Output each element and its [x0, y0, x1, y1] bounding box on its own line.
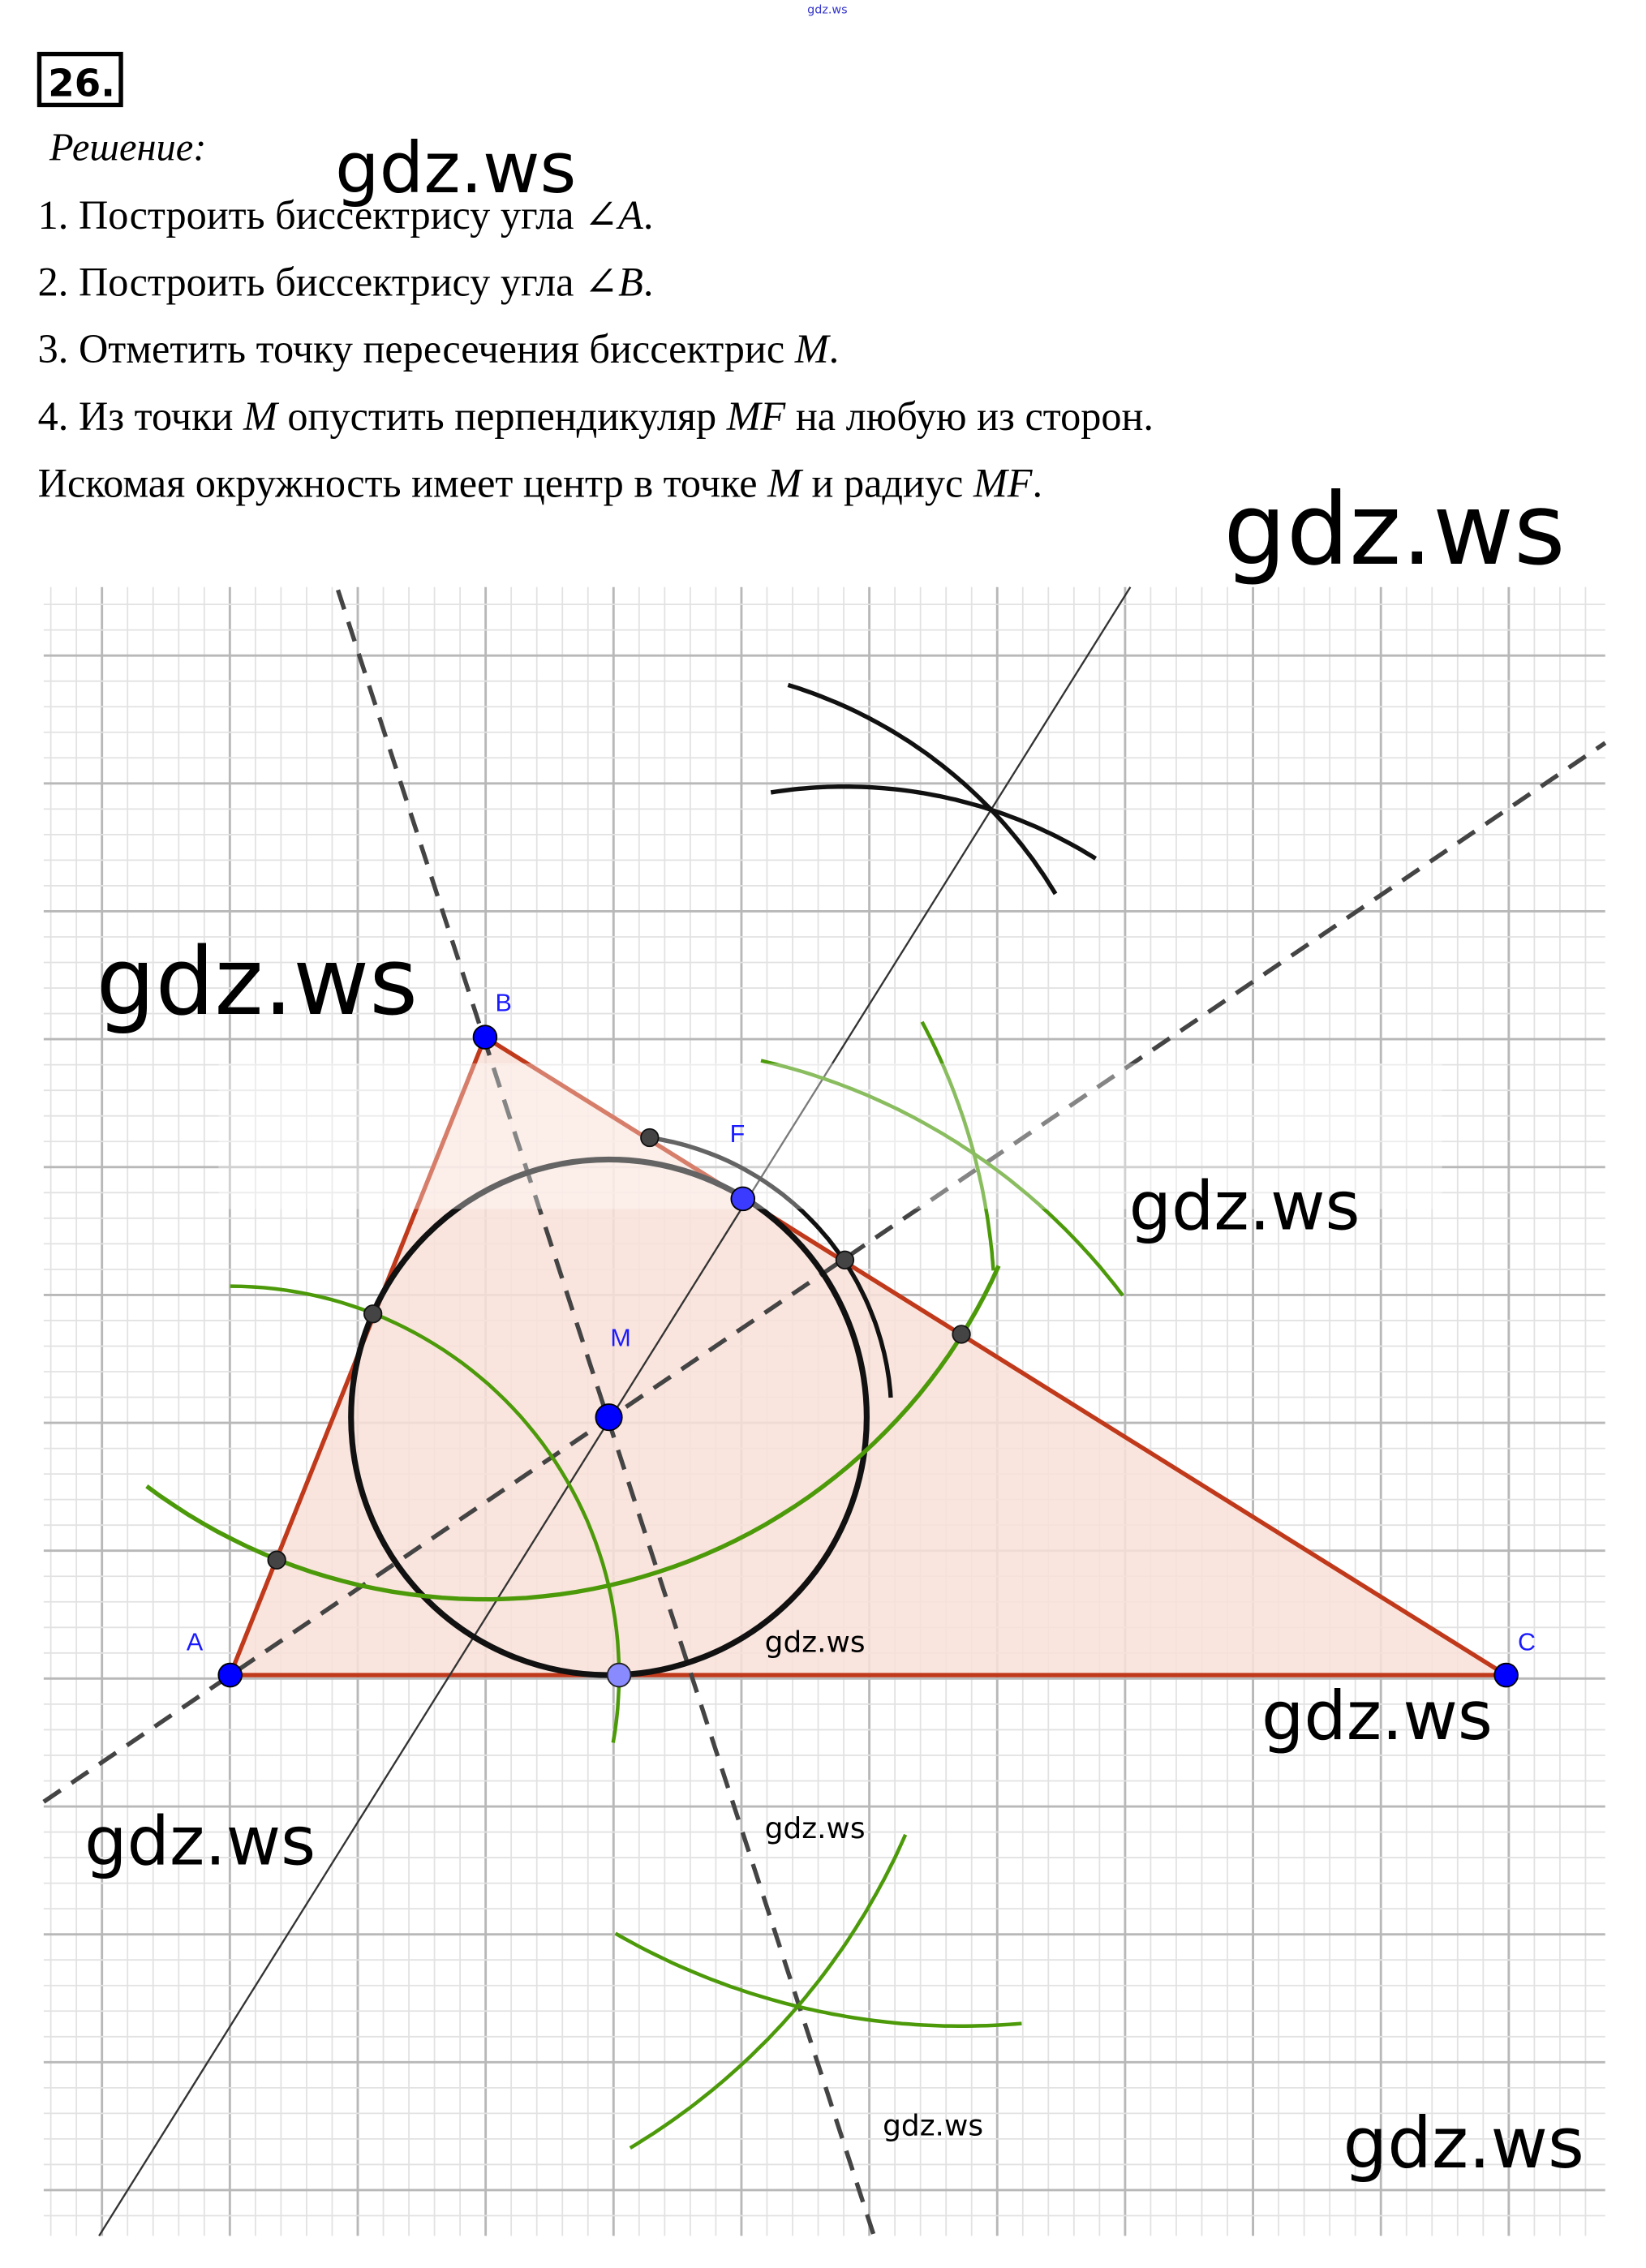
aux-points — [267, 1128, 971, 1570]
grid — [43, 586, 1605, 2236]
arc-green-bisector-a-2 — [920, 1020, 995, 1271]
solution-label: Решение: — [49, 127, 206, 170]
aux-point — [267, 1550, 286, 1570]
point-f[interactable] — [730, 1186, 756, 1212]
overlay-watermark-band — [218, 1063, 1442, 1209]
watermark: gdz.ws — [84, 1802, 316, 1880]
arc-green-bisector-a-1 — [760, 1059, 1124, 1297]
watermark: gdz.ws — [335, 128, 576, 209]
arc-green-center-a — [230, 1284, 621, 1743]
point-b[interactable] — [472, 1024, 498, 1050]
arc-black-center-m — [647, 1135, 893, 1398]
label-c: C — [1518, 1629, 1536, 1656]
step-3: 3. Отметить точку пересечения биссектрис… — [38, 326, 839, 372]
point-tangent-ac[interactable] — [606, 1662, 632, 1688]
aux-point — [640, 1128, 660, 1148]
arc-green-bisector-b-1 — [614, 1931, 1022, 2029]
arc-green-center-b — [145, 1265, 1001, 1602]
watermark: gdz.ws — [765, 1626, 866, 1659]
watermark: gdz.ws — [765, 1812, 866, 1845]
step-1: 1. Построить биссектрису угла ∠A. — [38, 192, 654, 238]
watermark: gdz.ws — [1261, 1677, 1493, 1755]
aux-point — [835, 1250, 855, 1269]
label-b: B — [495, 989, 511, 1016]
top-watermark: gdz.ws — [807, 3, 848, 16]
step-2: 2. Построить биссектрису угла ∠B. — [38, 260, 654, 305]
point-c[interactable] — [1493, 1662, 1519, 1688]
label-f: F — [730, 1120, 746, 1148]
arc-black-perp-2 — [770, 784, 1098, 861]
problem-number: 26. — [48, 62, 115, 106]
label-a: A — [187, 1629, 204, 1656]
problem-number-box — [37, 51, 123, 108]
watermark: gdz.ws — [1343, 2103, 1584, 2184]
point-m[interactable] — [595, 1403, 623, 1432]
step-4: 4. Из точки M опустить перпендикуляр MF … — [38, 393, 1154, 439]
point-a[interactable] — [217, 1662, 243, 1688]
construction-arcs — [145, 682, 1124, 2150]
construction-figure: A B C M F — [42, 586, 1607, 2237]
steps-list: 1. Построить биссектрису угла ∠A. 2. Пос… — [38, 192, 1154, 505]
conclusion: Искомая окружность имеет центр в точке M… — [38, 460, 1042, 505]
label-m: M — [610, 1324, 630, 1351]
watermark: gdz.ws — [1223, 472, 1565, 587]
arc-black-perp-1 — [787, 682, 1058, 896]
watermark: gdz.ws — [883, 2109, 983, 2142]
aux-point — [363, 1304, 383, 1324]
watermark: gdz.ws — [1129, 1168, 1360, 1246]
watermark: gdz.ws — [97, 928, 419, 1037]
arc-green-bisector-b-2 — [629, 1833, 908, 2150]
aux-point — [952, 1325, 971, 1344]
bisector-b-line — [336, 589, 876, 2237]
